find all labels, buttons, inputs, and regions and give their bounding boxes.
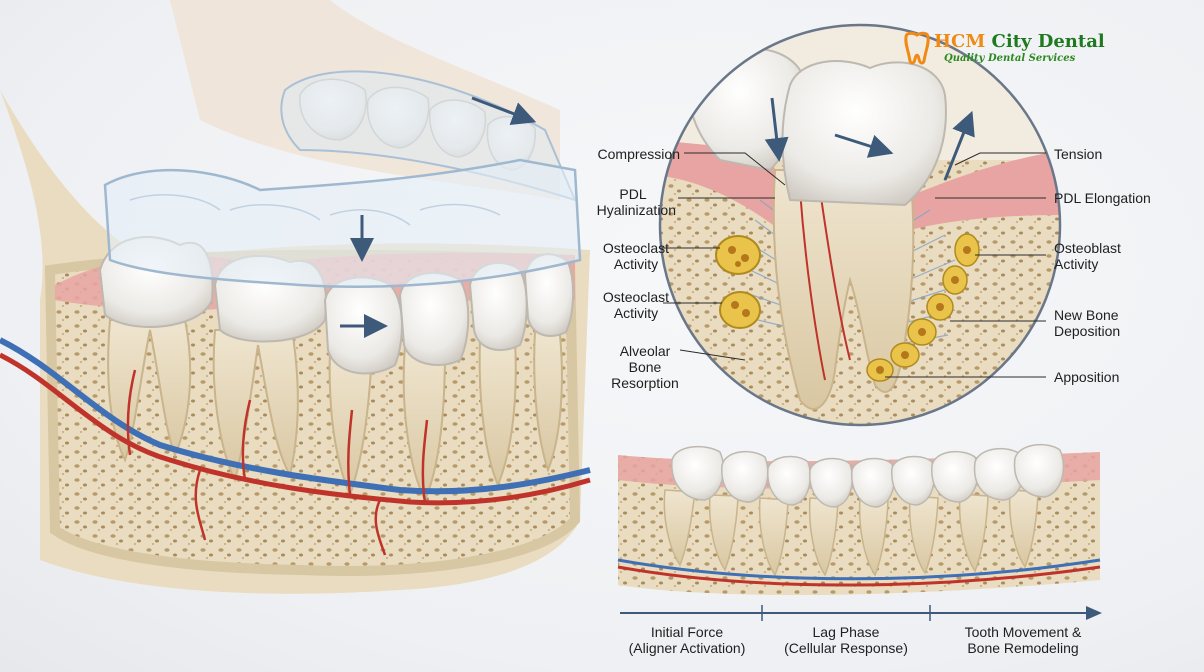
- label-osteoclast-activity-2-line2: Activity: [613, 305, 659, 321]
- timeline-stage-tooth-movement: Tooth Movement & Bone Remodeling: [938, 624, 1108, 656]
- timeline-stage-lag-phase: Lag Phase (Cellular Response): [766, 624, 926, 656]
- label-osteoclast-activity-2-line1: Osteoclast: [602, 289, 670, 305]
- label-apposition: Apposition: [1054, 369, 1120, 385]
- label-alveolar-bone-resorption-line2: Bone: [628, 359, 662, 375]
- label-osteoblast-activity-line1: Osteoblast: [1054, 240, 1121, 256]
- timeline-stage-lag-phase-line2: (Cellular Response): [784, 640, 908, 656]
- timeline-axis: [620, 605, 1102, 621]
- label-pdl-hyalinization-line2: Hyalinization: [596, 202, 676, 218]
- jaw-illustration: [0, 0, 591, 594]
- timeline-stage-initial-force: Initial Force (Aligner Activation): [612, 624, 762, 656]
- label-pdl-hyalinization-line1: PDL: [619, 186, 647, 202]
- timeline-stage-lag-phase-line1: Lag Phase: [812, 624, 880, 640]
- label-new-bone-deposition-line1: New Bone: [1054, 307, 1119, 323]
- timeline-stage-initial-force-line1: Initial Force: [650, 624, 724, 640]
- label-osteoclast-activity-2: Osteoclast Activity: [590, 289, 682, 321]
- timeline-stage-tooth-movement-line2: Bone Remodeling: [967, 640, 1079, 656]
- leader-lines: [662, 152, 1046, 378]
- label-new-bone-deposition: New Bone Deposition: [1054, 307, 1120, 339]
- brand-name: HCM City Dental: [934, 31, 1105, 52]
- label-osteoblast-activity-line2: Activity: [1054, 256, 1099, 272]
- timeline-stage-initial-force-line2: (Aligner Activation): [628, 640, 746, 656]
- timeline-stage-tooth-movement-line1: Tooth Movement &: [964, 624, 1082, 640]
- tooth-logo-icon: [904, 31, 930, 65]
- brand-tagline: Quality Dental Services: [944, 53, 1076, 64]
- label-osteoclast-activity-1: Osteoclast Activity: [590, 240, 682, 272]
- label-osteoblast-activity: Osteoblast Activity: [1054, 240, 1121, 272]
- label-tension: Tension: [1054, 146, 1103, 162]
- direction-arrow-icon: [340, 96, 537, 338]
- label-compression: Compression: [597, 146, 680, 162]
- label-alveolar-bone-resorption-line3: Resorption: [611, 375, 679, 391]
- label-pdl-hyalinization: PDL Hyalinization: [560, 186, 676, 218]
- brand-logo: HCM City Dental Quality Dental Services: [902, 31, 1105, 71]
- label-alveolar-bone-resorption-line1: Alveolar: [619, 343, 671, 359]
- label-new-bone-deposition-line2: Deposition: [1054, 323, 1121, 339]
- label-alveolar-bone-resorption: Alveolar Bone Resorption: [600, 343, 690, 391]
- label-pdl-elongation: PDL Elongation: [1054, 190, 1151, 206]
- arch-remodeling-illustration: [617, 443, 1101, 596]
- label-osteoclast-activity-1-line1: Osteoclast: [602, 240, 670, 256]
- pdl-inset-circle: [658, 23, 1062, 427]
- label-osteoclast-activity-1-line2: Activity: [613, 256, 659, 272]
